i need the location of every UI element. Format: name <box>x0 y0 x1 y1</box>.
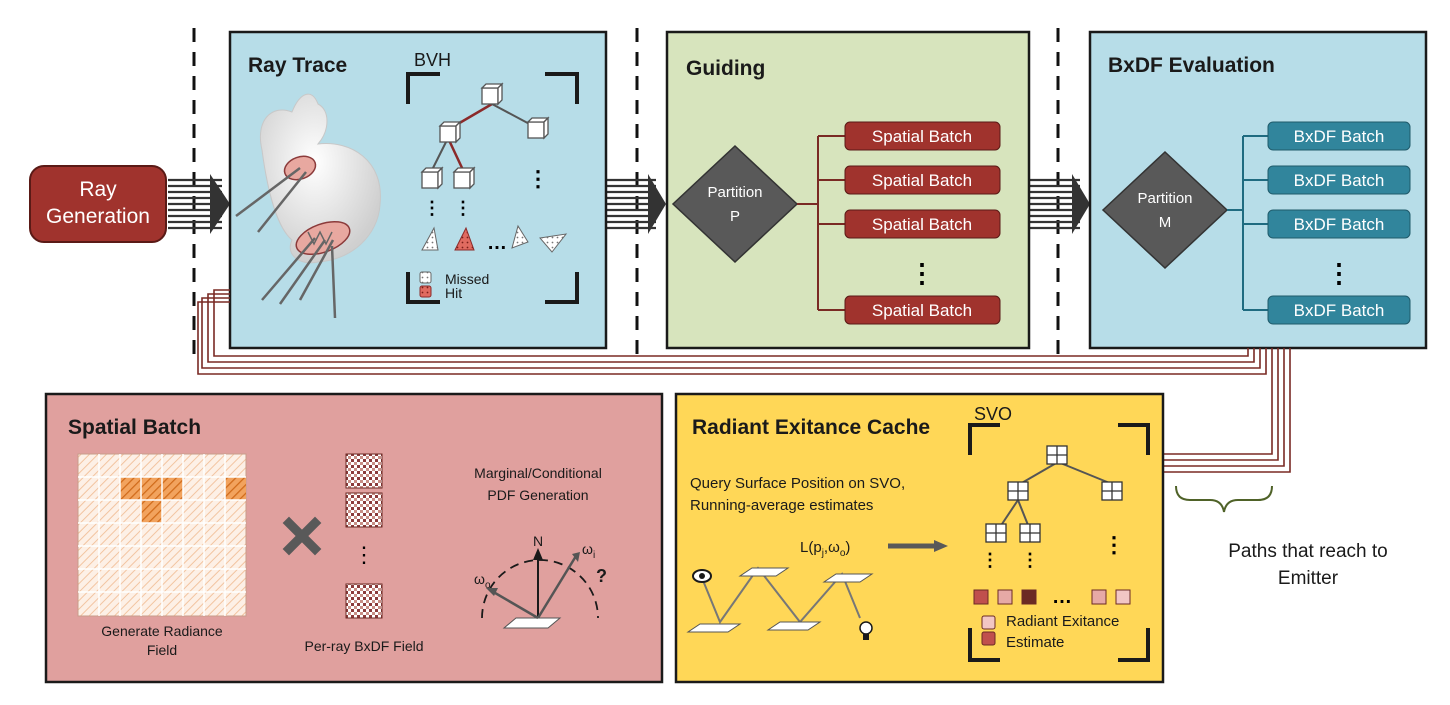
svo-ellipsis-vertical-3: ⋮ <box>1103 532 1125 557</box>
legend-missed-label: Missed <box>445 271 489 287</box>
bxdf-batch-label: BxDF Batch <box>1294 215 1385 234</box>
bxdf-ellipsis-vertical: ⋮ <box>1326 258 1352 288</box>
spatial-batch-label: Spatial Batch <box>872 301 972 320</box>
cache-ellipsis-horizontal: … <box>1052 586 1072 608</box>
partition-p-label-1: Partition <box>707 184 762 201</box>
emitter-note-1: Paths that reach to <box>1228 541 1388 562</box>
pdf-caption-2: PDF Generation <box>487 487 588 503</box>
bxdf-batch-label: BxDF Batch <box>1294 301 1385 320</box>
bxdf-evaluation-panel: BxDF Evaluation Partition M BxDF Batch B… <box>1088 30 1428 350</box>
spatial-batch-label: Spatial Batch <box>872 127 972 146</box>
spatial-batch-box-3: Spatial Batch <box>844 209 1001 239</box>
feedback-path-lines <box>197 289 1291 473</box>
partition-p-diamond <box>671 144 799 264</box>
radiance-caption-1: Generate Radiance <box>101 623 223 639</box>
omega-o-label: ωo <box>474 571 491 591</box>
partition-m-diamond <box>1101 150 1229 270</box>
bxdf-field-caption: Per-ray BxDF Field <box>304 638 423 654</box>
eye-icon <box>692 569 712 583</box>
spatial-batch-panel: Spatial Batch Generate Radiance Field <box>44 392 664 684</box>
svo-frame-corners <box>968 423 1150 662</box>
bvh-label: BVH <box>414 50 451 70</box>
spatial-batch-label: Spatial Batch <box>872 215 972 234</box>
spatial-batch-panel-title: Spatial Batch <box>68 416 201 439</box>
question-mark: ? <box>596 566 607 586</box>
ray-generation-label-2: Generation <box>46 205 150 228</box>
ray-bundle-arrows-3 <box>1030 174 1090 234</box>
spatial-batch-box-4: Spatial Batch <box>844 295 1001 325</box>
query-text-1: Query Surface Position on SVO, <box>690 475 905 492</box>
spatial-batch-label: Spatial Batch <box>872 171 972 190</box>
multiply-icon <box>282 516 322 556</box>
svo-label: SVO <box>974 404 1012 424</box>
exitance-legend: Radiant Exitance Estimate <box>981 613 1119 651</box>
bxdf-batch-label: BxDF Batch <box>1294 127 1385 146</box>
partition-m-label-2: M <box>1159 214 1172 231</box>
bxdf-field-ellipsis: ⋮ <box>353 542 375 567</box>
bvh-ellipsis-vertical-1: ⋮ <box>423 198 441 218</box>
bxdf-batch-label: BxDF Batch <box>1294 171 1385 190</box>
partition-m-label-1: Partition <box>1137 190 1192 207</box>
path-bounce-sketch <box>686 566 874 633</box>
bvh-ellipsis-vertical-3: ⋮ <box>527 166 549 191</box>
emitter-brace <box>1175 485 1273 513</box>
ray-bundle-arrows-1 <box>168 174 230 234</box>
ray-trace-panel: Ray Trace BVH <box>228 30 608 350</box>
bvh-frame-corners <box>406 72 579 304</box>
ray-trace-title: Ray Trace <box>248 54 347 77</box>
normal-label: N <box>533 533 543 549</box>
bvh-ellipsis-vertical-2: ⋮ <box>454 198 472 218</box>
guiding-ellipsis-vertical: ⋮ <box>909 258 935 288</box>
bxdf-field-tiles: ⋮ <box>345 453 383 619</box>
light-bulb-icon <box>859 621 873 640</box>
bxdf-batch-box-3: BxDF Batch <box>1267 209 1411 239</box>
guiding-branch-lines <box>797 135 845 311</box>
svo-ellipsis-vertical-2: ⋮ <box>1021 550 1039 570</box>
guiding-title: Guiding <box>686 57 765 80</box>
guiding-panel: Guiding Partition P Spatial Batch Spatia… <box>665 30 1031 350</box>
pdf-caption-1: Marginal/Conditional <box>474 465 602 481</box>
radiant-exitance-cache-panel: Radiant Exitance Cache SVO Query Surface… <box>674 392 1165 684</box>
svo-ellipsis-vertical-1: ⋮ <box>981 550 999 570</box>
stage-separators <box>192 28 1060 355</box>
svo-tree: ⋮ ⋮ ⋮ … <box>973 445 1131 608</box>
bxdf-batch-box-2: BxDF Batch <box>1267 165 1411 195</box>
bxdf-batch-box-4: BxDF Batch <box>1267 295 1411 325</box>
hit-miss-legend: Missed Hit <box>419 271 489 301</box>
bxdf-batch-box-1: BxDF Batch <box>1267 121 1411 151</box>
legend-exitance-2: Estimate <box>1006 634 1064 651</box>
omega-i-label: ωi <box>582 541 595 561</box>
legend-exitance-1: Radiant Exitance <box>1006 613 1119 630</box>
cache-title: Radiant Exitance Cache <box>692 416 930 439</box>
ray-generation-node: Ray Generation <box>29 165 167 243</box>
query-text-2: Running-average estimates <box>690 497 873 514</box>
bvh-tree: ⋮ ⋮ ⋮ … <box>420 82 568 254</box>
ray-generation-label-1: Ray <box>79 178 117 201</box>
bxdf-title: BxDF Evaluation <box>1108 54 1275 77</box>
ray-bundle-arrows-2 <box>606 174 666 234</box>
lookup-arrow <box>888 540 948 552</box>
spatial-batch-box-1: Spatial Batch <box>844 121 1001 151</box>
bxdf-branch-lines <box>1227 135 1268 311</box>
lookup-label: L(pj,ωo) <box>800 539 850 559</box>
radiance-field-grid <box>77 453 247 617</box>
partition-p-label-2: P <box>730 208 740 225</box>
emitter-note-2: Emitter <box>1278 568 1339 589</box>
spatial-batch-box-2: Spatial Batch <box>844 165 1001 195</box>
bunny-model <box>235 93 381 319</box>
hemisphere-sampling-icon: N ωo ωi ? <box>474 533 607 629</box>
bvh-ellipsis-horizontal: … <box>487 232 507 254</box>
radiance-caption-2: Field <box>147 642 177 658</box>
legend-hit-label: Hit <box>445 285 462 301</box>
